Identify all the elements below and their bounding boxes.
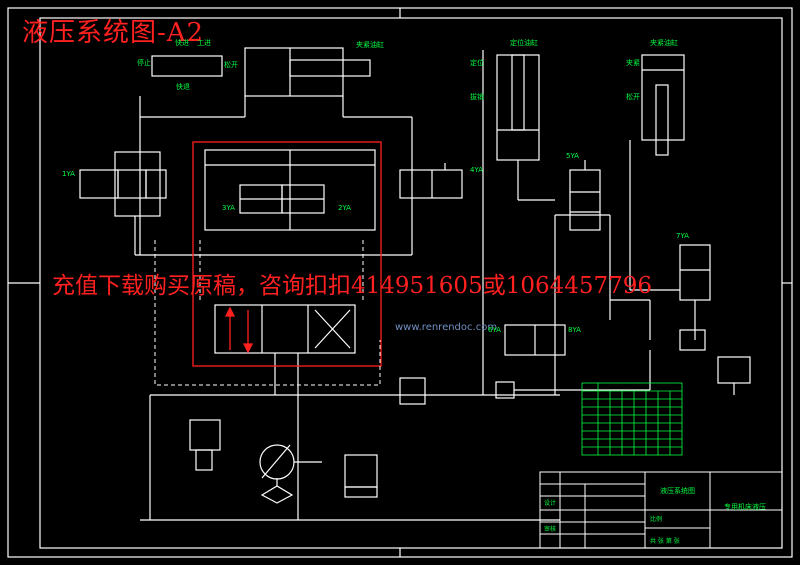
title-block-designer: 设计 [544,500,557,507]
pressure-switch [717,356,751,384]
label-position-cylinder: 定位油缸 [510,39,538,47]
label-release: 松开 [224,61,238,69]
label-stop: 停止 [137,59,151,67]
label-4ya: 4YA [470,166,483,174]
main-4way-valve [214,304,356,354]
download-watermark: 充值下载购买原稿，咨询扣扣414951605或1064457796 [52,273,653,299]
title-block-machine: 专用机床液压 [724,503,766,511]
title-block [539,471,783,549]
drawing-title: 液压系统图-A2 [22,18,205,48]
main-cylinder [244,47,344,97]
site-watermark: www.renrendoc.com [395,322,498,333]
label-unclamp: 松开 [626,93,640,101]
label-work-feed: 工进 [197,39,211,47]
valve-7ya [679,244,711,301]
left-directional-valve [79,169,119,199]
position-cylinder [496,54,540,161]
label-2ya: 2YA [338,204,351,212]
label-1ya: 1YA [62,170,75,178]
title-block-checker: 审核 [544,526,557,533]
title-block-drawing-name: 液压系统图 [660,487,695,495]
label-5ya: 5YA [566,152,579,160]
clamp-cylinder [641,54,685,141]
unloading-valve [344,454,378,488]
label-clamp: 夹紧 [626,59,640,67]
valve-5ya [569,169,601,231]
label-main-cylinder: 夹紧油缸 [356,41,384,49]
red-valve-box [192,141,382,367]
right-directional-valve [399,169,463,199]
label-6ya: 6YA [488,326,501,334]
title-block-scale: 比例 [650,516,663,523]
label-fast-return: 快退 [176,83,190,91]
label-positioning: 定位 [470,59,484,67]
title-block-sheet: 共 张 第 张 [650,538,680,545]
label-7ya: 7YA [676,232,689,240]
label-fast-advance: 快进 [175,39,189,47]
label-pull-out: 拔销 [470,93,484,101]
truth-table [581,382,683,456]
relief-valve-left [189,419,221,451]
label-clamp-cylinder: 夹紧油缸 [650,39,678,47]
label-3ya: 3YA [222,204,235,212]
label-8ya: 8YA [568,326,581,334]
stroke-indicator [151,55,223,77]
